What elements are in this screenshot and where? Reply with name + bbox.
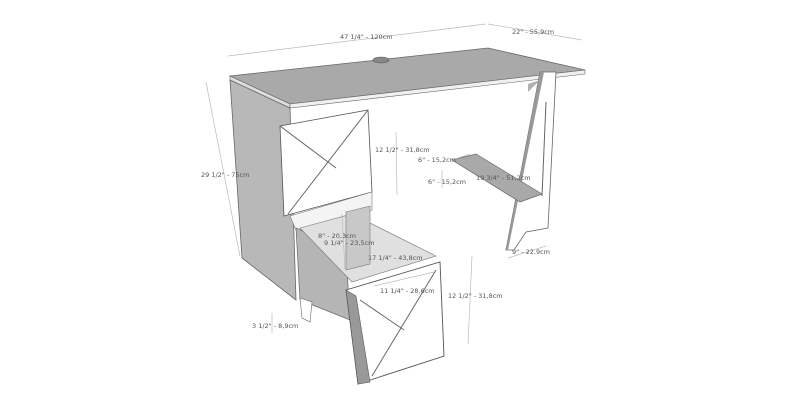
dim-leg-width: 9" - 22,9cm xyxy=(512,248,550,256)
dim-drawer-front-width: 11 1/4" - 28,6cm xyxy=(380,287,435,295)
right-leg xyxy=(505,71,557,251)
dim-cabinet-opening: 12 1/2" - 31,8cm xyxy=(375,146,430,154)
dim-shelf-gap: 6" - 15,2cm xyxy=(428,178,466,186)
left-foot xyxy=(299,297,313,323)
desktop-right-edge xyxy=(289,69,586,109)
dim-drawer-front-height: 12 1/2" - 31,8cm xyxy=(448,292,503,300)
door-x-line xyxy=(279,125,337,169)
left-side-panel xyxy=(229,79,297,301)
dim-drawer-inner-width: 9 1/4" - 23,5cm xyxy=(324,239,375,247)
dim-foot-height: 3 1/2" - 8,9cm xyxy=(252,322,298,330)
cable-grommet xyxy=(372,56,390,64)
dim-shelf-depth: 6" - 15,2cm xyxy=(418,156,456,164)
shelf xyxy=(451,153,543,203)
dim-depth: 22" - 55,9cm xyxy=(512,28,554,36)
dim-drawer-inner-depth: 17 1/4" - 43,8cm xyxy=(368,254,423,262)
dim-drawer-inner-height: 8" - 20,3cm xyxy=(318,232,356,240)
dim-shelf-length: 19 3/4" - 51,2cm xyxy=(476,174,531,182)
dim-width: 47 1/4" - 120cm xyxy=(340,33,393,41)
dim-height: 29 1/2" - 75cm xyxy=(201,171,249,179)
